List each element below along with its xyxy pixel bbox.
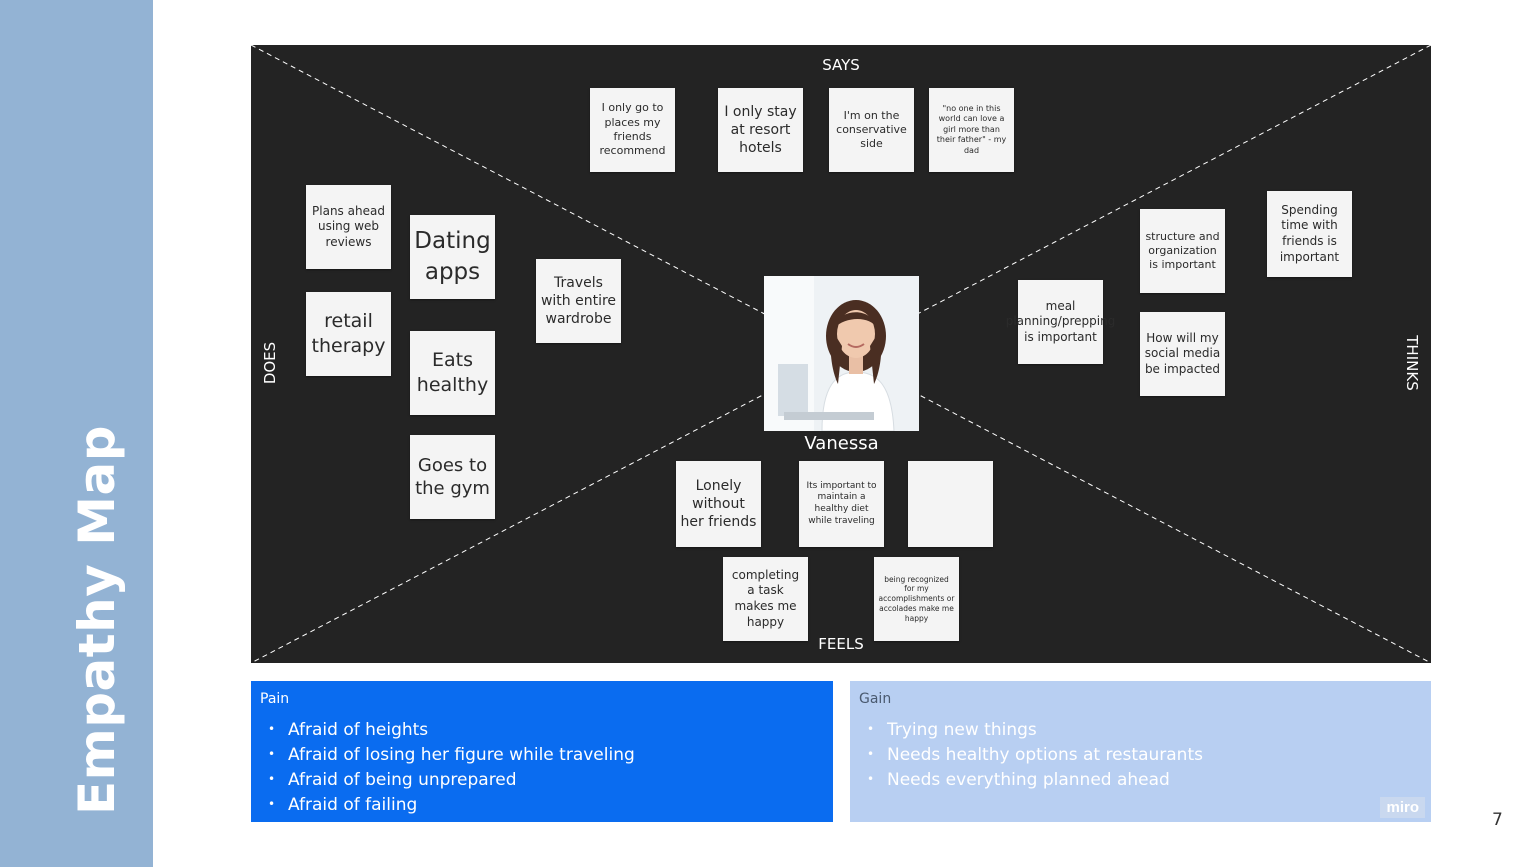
slide-title: Empathy Map (68, 424, 126, 816)
empathy-map-board: SAYS FEELS DOES THINKS I only go to plac… (251, 45, 1431, 663)
gain-item: Needs everything planned ahead (867, 767, 1422, 792)
sticky-note-says[interactable]: I only go to places my friends recommend (590, 88, 675, 172)
sticky-note-feels[interactable]: completing a task makes me happy (723, 557, 808, 641)
pain-item: Afraid of being unprepared (268, 767, 824, 792)
sticky-note-thinks[interactable]: Spending time with friends is important (1267, 191, 1352, 277)
pain-title: Pain (260, 691, 290, 707)
miro-logo: miro (1380, 797, 1425, 818)
pain-item: Afraid of losing her figure while travel… (268, 742, 824, 767)
sticky-note-does[interactable]: Plans ahead using web reviews (306, 185, 391, 269)
persona-avatar-icon (764, 276, 919, 431)
persona-name: Vanessa (804, 433, 879, 454)
gain-item: Needs healthy options at restaurants (867, 742, 1422, 767)
pain-list: Afraid of heights Afraid of losing her f… (260, 717, 824, 817)
gain-panel: Gain Trying new things Needs healthy opt… (850, 681, 1431, 822)
sticky-note-feels[interactable]: Lonely without her friends (676, 461, 761, 547)
sticky-note-thinks[interactable]: structure and organization is important (1140, 209, 1225, 293)
pain-item: Afraid of heights (268, 717, 824, 742)
gain-item: Trying new things (867, 717, 1422, 742)
sticky-note-feels-empty[interactable] (908, 461, 993, 547)
sidebar-band (0, 0, 153, 867)
sticky-note-does[interactable]: Travels with entire wardrobe (536, 259, 621, 343)
page-number: 7 (1492, 810, 1503, 830)
quadrant-label-thinks: THINKS (1403, 335, 1421, 391)
sticky-note-does[interactable]: retail therapy (306, 292, 391, 376)
gain-list: Trying new things Needs healthy options … (859, 717, 1422, 792)
sticky-note-thinks[interactable]: How will my social media be impacted (1140, 312, 1225, 396)
pain-item: Afraid of failing (268, 792, 824, 817)
sticky-note-does[interactable]: Goes to the gym (410, 435, 495, 519)
gain-title: Gain (859, 691, 892, 707)
sticky-note-says[interactable]: "no one in this world can love a girl mo… (929, 88, 1014, 172)
quadrant-label-does: DOES (261, 341, 279, 385)
sticky-note-feels[interactable]: Its important to maintain a healthy diet… (799, 461, 884, 547)
sticky-note-does[interactable]: Eats healthy (410, 331, 495, 415)
sticky-note-says[interactable]: I only stay at resort hotels (718, 88, 803, 172)
pain-panel: Pain Afraid of heights Afraid of losing … (251, 681, 833, 822)
quadrant-label-feels: FEELS (818, 635, 864, 653)
persona-photo (764, 276, 919, 431)
sticky-note-feels[interactable]: being recognized for my accomplishments … (874, 557, 959, 641)
sticky-note-thinks[interactable]: meal planning/prepping is important (1006, 280, 1115, 364)
quadrant-label-says: SAYS (822, 56, 860, 74)
sticky-note-says[interactable]: I'm on the conservative side (829, 88, 914, 172)
sticky-note-does[interactable]: Dating apps (410, 215, 495, 299)
